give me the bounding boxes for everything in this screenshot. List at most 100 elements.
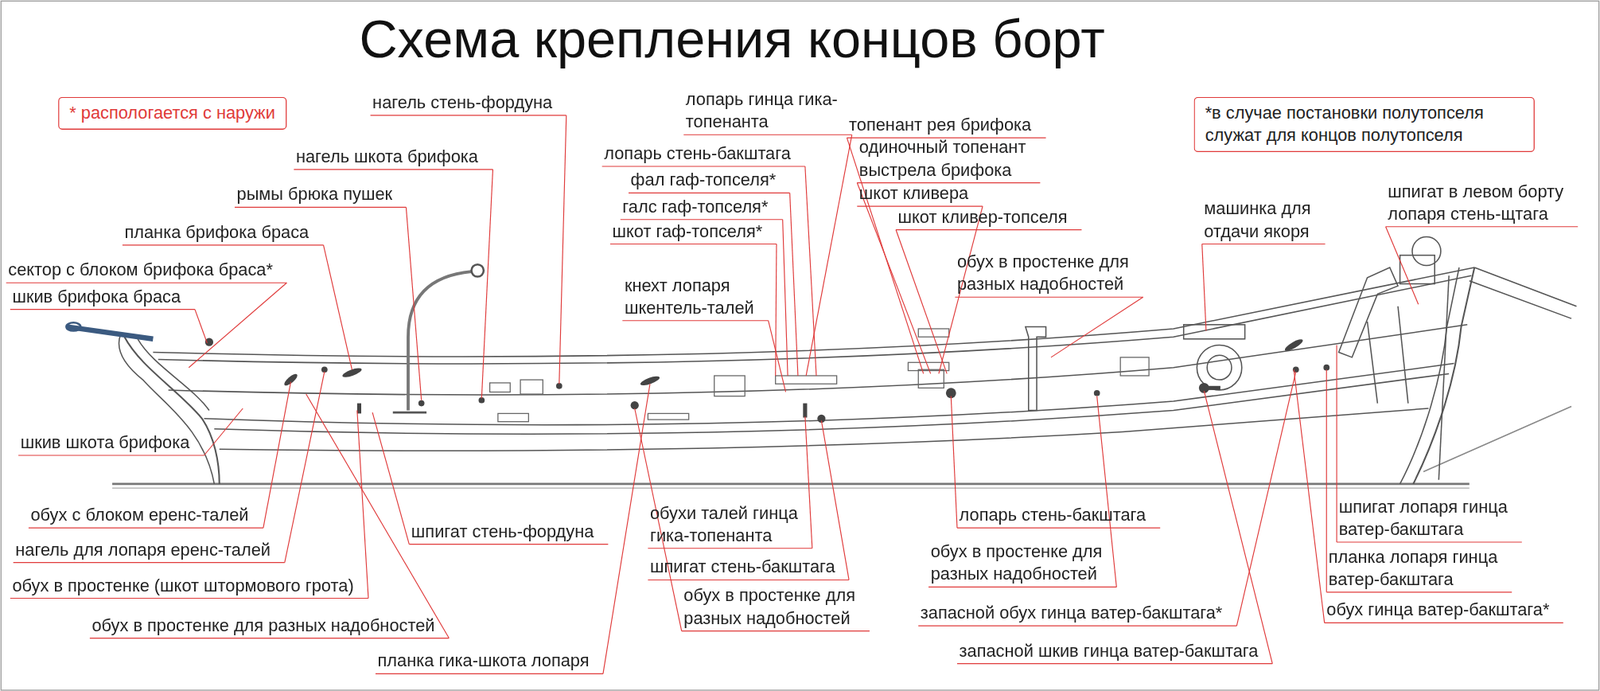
leader-line bbox=[122, 244, 324, 246]
leader-line bbox=[895, 229, 947, 374]
leader-line bbox=[647, 579, 849, 581]
callout-label: шкот кливера bbox=[859, 182, 969, 206]
leader-line bbox=[1336, 541, 1523, 542]
leader-line bbox=[856, 182, 1040, 183]
callout-label: топенант рея брифока bbox=[848, 114, 1032, 137]
leader-line bbox=[18, 454, 204, 456]
note-text: *в случае постановки полутопселя служат … bbox=[1205, 101, 1524, 147]
callout-label: шкив брифока браса bbox=[11, 285, 181, 308]
callout-label: рымы брюка пушек bbox=[237, 183, 394, 207]
leader-line bbox=[681, 630, 870, 631]
callout-label: лопарь стень-бакштага bbox=[603, 143, 791, 166]
leader-line bbox=[620, 218, 783, 220]
leader-line bbox=[481, 169, 493, 398]
leader-line bbox=[805, 134, 853, 376]
leader-line bbox=[13, 561, 285, 563]
callout-label: запасной обух гинца ватер-бакштага* bbox=[920, 602, 1223, 625]
leader-line bbox=[370, 114, 567, 116]
leader-line bbox=[234, 206, 406, 208]
leader-line bbox=[6, 282, 288, 284]
leader-line bbox=[602, 165, 806, 167]
leader-line bbox=[1293, 369, 1324, 623]
callout-label: обух в простенке (шкот штормового грота) bbox=[11, 574, 354, 597]
callout-label: планка гика-шкота лопаря bbox=[377, 650, 590, 673]
callout-label: нагель шкота брифока bbox=[295, 145, 479, 168]
note-box: * распологается с наружи bbox=[58, 97, 287, 130]
callout-label: шкот гаф-топселя* bbox=[612, 220, 764, 243]
leader-line bbox=[89, 637, 449, 639]
leader-line bbox=[1236, 371, 1296, 626]
leader-line bbox=[1326, 369, 1328, 592]
leader-line bbox=[647, 547, 812, 549]
leader-line bbox=[323, 245, 353, 370]
diagram-title: Схема крепления концов борт bbox=[358, 7, 1105, 70]
leader-line bbox=[372, 412, 409, 544]
callout-label: запасной шкив гинца ватер-бакштага bbox=[959, 639, 1259, 662]
leader-line bbox=[805, 416, 813, 548]
callout-label: шпигат стень-бакштага bbox=[650, 556, 836, 579]
leader-line bbox=[805, 166, 817, 376]
callout-label: обух в простенке для разных надобностей bbox=[91, 614, 435, 637]
leader-line bbox=[622, 319, 768, 321]
callout-label: лопарь стень-бакштага bbox=[959, 504, 1147, 527]
leader-line bbox=[928, 586, 1117, 588]
leader-line bbox=[610, 243, 777, 245]
callout-label: нагель стень-фордуна bbox=[372, 91, 553, 114]
callout-label: обух гинца ватер-бакштага* bbox=[1326, 599, 1550, 622]
leader-line bbox=[1335, 344, 1337, 542]
leader-line bbox=[263, 381, 292, 528]
callout-label: шкив шкота брифока bbox=[20, 431, 191, 454]
callout-label: шпигат лопаря гинца ватер-бакштага bbox=[1339, 495, 1534, 541]
leader-line bbox=[1385, 226, 1419, 304]
leader-line bbox=[957, 662, 1273, 664]
leader-line bbox=[683, 134, 852, 136]
leader-line bbox=[603, 383, 651, 674]
leader-line bbox=[768, 320, 787, 393]
leader-line bbox=[194, 309, 207, 343]
leader-line bbox=[28, 526, 264, 528]
callout-label: обух с блоком еренс-талей bbox=[30, 504, 249, 527]
leader-line bbox=[375, 673, 604, 674]
leader-line bbox=[1324, 622, 1564, 623]
leader-line bbox=[10, 308, 195, 310]
callout-label: планка брифока браса bbox=[124, 221, 309, 244]
callout-label: машинка для отдачи якоря bbox=[1203, 198, 1332, 243]
leader-line bbox=[950, 396, 958, 528]
callout-label: обухи талей гинца гика-топенанта bbox=[650, 502, 824, 547]
leader-line bbox=[405, 206, 421, 400]
leader-line bbox=[1326, 591, 1512, 592]
leader-line bbox=[293, 168, 493, 170]
leader-line bbox=[954, 296, 1143, 298]
leader-line bbox=[775, 244, 777, 376]
callout-label: галс гаф-топселя* bbox=[622, 195, 768, 219]
callout-label: обух в простенке для разных надобностей bbox=[683, 584, 888, 630]
callout-label: нагель для лопаря еренс-талей bbox=[15, 538, 271, 561]
leader-line bbox=[895, 229, 1082, 230]
leader-line bbox=[782, 219, 788, 376]
callout-label: обух в простенке для разных надобностей bbox=[957, 250, 1162, 296]
leader-line bbox=[10, 597, 369, 599]
leader-line bbox=[1385, 225, 1579, 227]
callout-label: шкот кливер-топселя bbox=[898, 206, 1068, 229]
callout-label: лопарь гинца гика-топенанта bbox=[685, 89, 849, 134]
callout-label: фал гаф-топселя* bbox=[630, 169, 777, 192]
leader-line bbox=[957, 526, 1161, 528]
leader-line bbox=[188, 282, 287, 367]
leader-line bbox=[357, 410, 369, 599]
callout-label: шпигат стень-фордуна bbox=[411, 520, 595, 543]
callout-label: сектор с блоком брифока браса* bbox=[7, 259, 273, 282]
leader-line bbox=[408, 543, 608, 545]
callout-label: одиночный топенант выстрела брифока bbox=[859, 136, 1038, 182]
leader-line bbox=[790, 192, 799, 376]
leader-line bbox=[284, 371, 325, 563]
leader-line bbox=[204, 408, 244, 456]
leader-line bbox=[856, 205, 983, 207]
callout-label: кнехт лопаря шкентель-талей bbox=[624, 274, 778, 320]
leader-line bbox=[1051, 296, 1144, 358]
leader-line bbox=[918, 625, 1237, 627]
callout-label: планка лопаря гинца ватер-бакштага bbox=[1328, 545, 1523, 591]
callout-label: шпигат в левом борту лопаря стень-щтага bbox=[1387, 180, 1593, 226]
leader-line bbox=[821, 420, 849, 580]
leader-line bbox=[306, 393, 450, 639]
